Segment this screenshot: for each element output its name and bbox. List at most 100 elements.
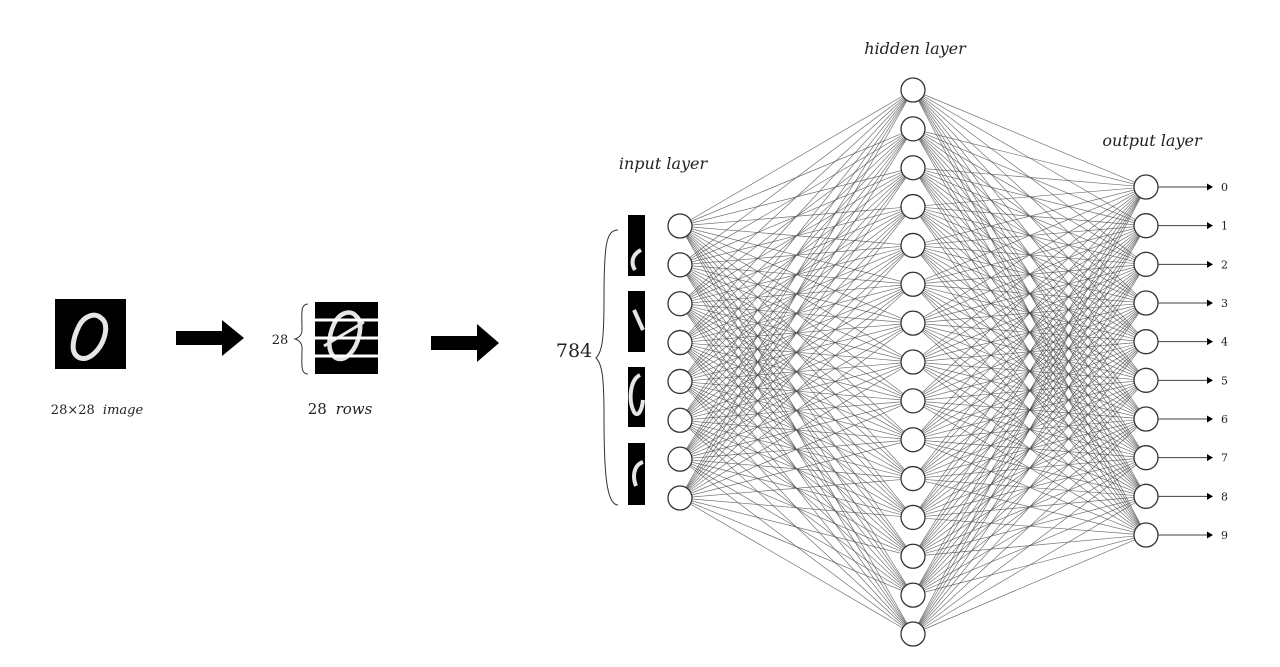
output-node bbox=[1133, 483, 1159, 509]
edge-hidden-output bbox=[912, 457, 1147, 635]
edge-input-hidden bbox=[679, 478, 914, 499]
edge-input-hidden bbox=[679, 284, 914, 499]
edge-hidden-output bbox=[912, 264, 1147, 635]
output-arrow-head bbox=[1207, 299, 1213, 307]
hidden-layer-title: hidden layer bbox=[864, 39, 967, 58]
output-label: 4 bbox=[1221, 336, 1228, 349]
edge-hidden-output bbox=[912, 186, 1147, 596]
hidden-node bbox=[900, 621, 926, 647]
output-arrow-head bbox=[1207, 260, 1213, 268]
edge-hidden-output bbox=[912, 186, 1147, 518]
hidden-node bbox=[900, 543, 926, 569]
output-label: 5 bbox=[1221, 374, 1228, 387]
edge-hidden-output bbox=[912, 186, 1147, 246]
edge-hidden-output bbox=[912, 186, 1147, 635]
hidden-node bbox=[900, 310, 926, 336]
arrow-rows-to-network bbox=[431, 324, 499, 362]
output-node bbox=[1133, 213, 1159, 239]
edge-hidden-output bbox=[912, 186, 1147, 479]
hidden-node bbox=[900, 193, 926, 220]
edge-hidden-output bbox=[912, 186, 1147, 557]
input-image-strips bbox=[628, 215, 645, 505]
edge-input-hidden bbox=[679, 89, 914, 421]
edge-hidden-output bbox=[912, 534, 1147, 635]
edge-hidden-output bbox=[912, 496, 1147, 635]
edge-input-hidden bbox=[679, 322, 914, 499]
output-node bbox=[1133, 445, 1159, 471]
hidden-node bbox=[900, 349, 926, 375]
image-caption: 28×28 image bbox=[51, 403, 144, 418]
edge-input-hidden bbox=[679, 89, 914, 266]
edge-hidden-output bbox=[912, 341, 1147, 635]
input-node bbox=[667, 407, 693, 433]
network-edges bbox=[679, 89, 1147, 635]
output-label: 8 bbox=[1221, 490, 1228, 503]
edge-hidden-output bbox=[912, 128, 1147, 188]
edge-hidden-output bbox=[912, 418, 1147, 635]
hidden-node bbox=[900, 504, 926, 531]
edge-hidden-output bbox=[912, 302, 1147, 635]
hidden-node bbox=[900, 427, 926, 453]
edge-input-hidden bbox=[679, 89, 914, 227]
edge-input-hidden bbox=[679, 497, 914, 518]
edge-hidden-output bbox=[912, 186, 1147, 207]
output-label: 0 bbox=[1221, 181, 1228, 194]
edge-hidden-output bbox=[912, 89, 1147, 188]
hidden-node bbox=[900, 388, 926, 414]
edge-input-hidden bbox=[679, 167, 914, 499]
input-node bbox=[667, 291, 693, 317]
edge-input-hidden bbox=[679, 439, 914, 499]
edge-input-hidden bbox=[679, 89, 914, 460]
edge-hidden-output bbox=[912, 225, 1147, 635]
output-label: 2 bbox=[1221, 258, 1228, 271]
edge-hidden-output bbox=[912, 186, 1147, 285]
output-label: 6 bbox=[1221, 413, 1228, 426]
output-node bbox=[1133, 522, 1159, 548]
rows-digit-slash bbox=[323, 320, 365, 348]
edge-input-hidden bbox=[679, 497, 914, 635]
output-arrow-head bbox=[1207, 415, 1213, 423]
edge-hidden-output bbox=[912, 186, 1147, 402]
edge-hidden-output bbox=[912, 186, 1147, 440]
output-node bbox=[1133, 174, 1159, 200]
hidden-node bbox=[900, 582, 926, 608]
digit-zero-stroke bbox=[70, 312, 109, 361]
input-layer-title: input layer bbox=[619, 154, 709, 173]
edge-hidden-output bbox=[912, 186, 1147, 363]
output-node bbox=[1133, 290, 1159, 316]
hidden-node bbox=[900, 271, 926, 297]
output-arrow-head bbox=[1207, 222, 1213, 230]
hidden-node bbox=[900, 465, 926, 492]
hidden-node bbox=[900, 232, 926, 259]
output-label: 7 bbox=[1221, 452, 1228, 465]
edge-input-hidden bbox=[679, 89, 914, 304]
edge-input-hidden bbox=[679, 245, 914, 499]
edge-input-hidden bbox=[679, 361, 914, 499]
edge-input-hidden bbox=[679, 128, 914, 499]
edge-input-hidden bbox=[679, 497, 914, 596]
hidden-node bbox=[900, 155, 926, 181]
hidden-node bbox=[900, 116, 926, 142]
digit-image bbox=[55, 299, 126, 369]
hidden-node bbox=[900, 77, 926, 103]
rows-image bbox=[315, 302, 378, 374]
edge-hidden-output bbox=[912, 380, 1147, 635]
input-brace bbox=[595, 229, 619, 506]
input-node bbox=[667, 213, 693, 239]
input-node bbox=[667, 252, 693, 278]
rows-brace-label: 28 bbox=[272, 333, 289, 348]
network-nodes bbox=[667, 77, 1159, 647]
input-brace-label: 784 bbox=[556, 340, 592, 362]
rows-digit-stroke bbox=[327, 310, 363, 362]
edge-input-hidden bbox=[679, 89, 914, 343]
output-layer-title: output layer bbox=[1102, 131, 1203, 150]
rows-brace bbox=[293, 303, 309, 375]
output-arrow-head bbox=[1207, 183, 1213, 191]
arrow-image-to-rows bbox=[176, 320, 244, 356]
output-node bbox=[1133, 367, 1159, 393]
input-node bbox=[667, 446, 693, 472]
edge-input-hidden bbox=[679, 206, 914, 499]
edge-input-hidden bbox=[679, 400, 914, 499]
output-arrow-head bbox=[1207, 492, 1213, 500]
